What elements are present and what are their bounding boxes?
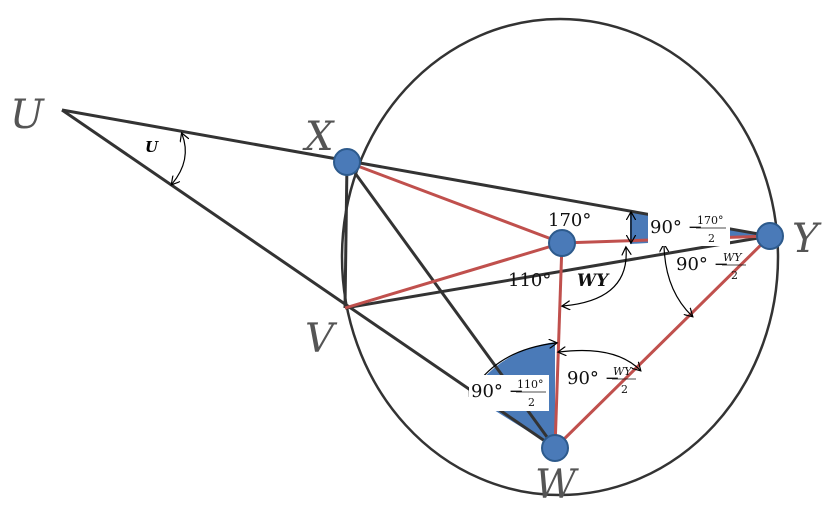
angle-arc-w-right bbox=[559, 350, 640, 370]
angle-arc-u bbox=[172, 134, 185, 184]
svg-text:90° −: 90° − bbox=[676, 254, 729, 275]
svg-text:2: 2 bbox=[528, 396, 535, 409]
angle-arc-y-bottom bbox=[664, 245, 692, 316]
line-x-v bbox=[343, 161, 349, 309]
arc-label-wy: WY bbox=[577, 271, 610, 291]
svg-text:2: 2 bbox=[621, 383, 628, 396]
expr-w-left: 90° − 110° 2 bbox=[471, 378, 546, 409]
point-x[interactable] bbox=[333, 148, 361, 176]
svg-text:WY: WY bbox=[613, 365, 633, 378]
circle bbox=[340, 17, 780, 497]
center-angle-110: 110° bbox=[508, 270, 551, 291]
svg-text:2: 2 bbox=[731, 269, 738, 282]
svg-text:90° −: 90° − bbox=[567, 368, 620, 389]
svg-text:110°: 110° bbox=[517, 378, 544, 391]
label-w: W bbox=[535, 462, 579, 508]
point-center[interactable] bbox=[548, 229, 576, 257]
svg-text:170°: 170° bbox=[697, 214, 724, 227]
expr-y-bottom: 90° − WY 2 bbox=[676, 251, 746, 282]
line-v-y bbox=[344, 234, 771, 310]
svg-text:WY: WY bbox=[723, 251, 743, 264]
angle-label-u: U bbox=[145, 138, 159, 156]
label-y: Y bbox=[792, 216, 822, 262]
angle-arc-wy bbox=[563, 248, 626, 306]
chord-w-y bbox=[553, 234, 772, 450]
label-v: V bbox=[305, 316, 338, 362]
label-u: U bbox=[10, 92, 45, 138]
point-w[interactable] bbox=[541, 434, 569, 462]
svg-text:90° −: 90° − bbox=[650, 217, 703, 238]
radius-x bbox=[346, 160, 563, 245]
svg-text:2: 2 bbox=[708, 232, 715, 245]
expr-w-right: 90° − WY 2 bbox=[567, 365, 636, 396]
label-x: X bbox=[302, 114, 335, 160]
center-angle-170: 170° bbox=[548, 210, 591, 231]
svg-text:90° −: 90° − bbox=[471, 381, 524, 402]
point-y[interactable] bbox=[756, 222, 784, 250]
line-v-o bbox=[344, 241, 563, 310]
expr-y-top: 90° − 170° 2 bbox=[650, 214, 726, 245]
